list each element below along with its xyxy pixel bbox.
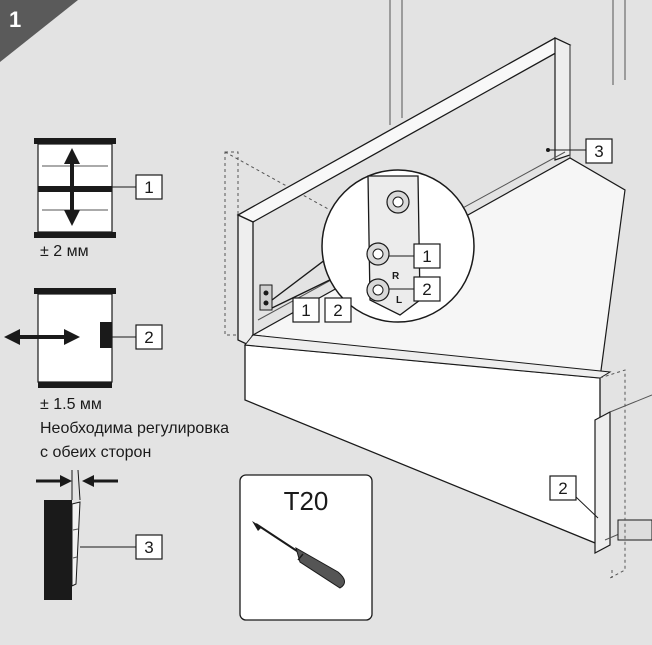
zoom-letter-l: L [396, 295, 402, 306]
height-adjustment-figure: 1 ± 2 мм [34, 138, 163, 260]
lateral-adjustment-figure: 2 ± 1.5 мм [4, 288, 163, 413]
svg-text:2: 2 [558, 479, 567, 498]
step-badge: 1 [0, 0, 78, 62]
callout-zoom-height: 1 [413, 243, 441, 269]
zoom-letter-r: R [392, 271, 400, 282]
svg-text:2: 2 [333, 301, 342, 320]
height-tolerance: ± 2 мм [40, 243, 89, 260]
tilt-adjustment-figure: 3 [36, 469, 163, 600]
lateral-tolerance: ± 1.5 мм [40, 396, 102, 413]
note-line-2: с обеих сторон [40, 444, 151, 461]
callout-front-adjusters: 1 2 [292, 297, 352, 323]
svg-text:1: 1 [301, 301, 310, 320]
tilt-callout: 3 [144, 538, 153, 557]
svg-text:3: 3 [594, 142, 603, 161]
tool-label: T20 [284, 486, 329, 516]
note-line-1: Необходима регулировка [40, 420, 229, 437]
callout-rear-screw: 3 [550, 138, 613, 164]
callout-side-runner: 2 [549, 475, 599, 519]
lateral-callout: 2 [144, 328, 153, 347]
screwdriver-icon [252, 521, 345, 589]
svg-text:1: 1 [422, 247, 431, 266]
step-number: 1 [9, 7, 21, 32]
cabinet-frame [389, 0, 626, 125]
svg-text:2: 2 [422, 280, 431, 299]
zoom-detail: R L [321, 169, 475, 323]
height-callout: 1 [144, 178, 153, 197]
tool-panel: T20 [239, 474, 373, 621]
callout-zoom-lateral: 2 [413, 276, 441, 302]
